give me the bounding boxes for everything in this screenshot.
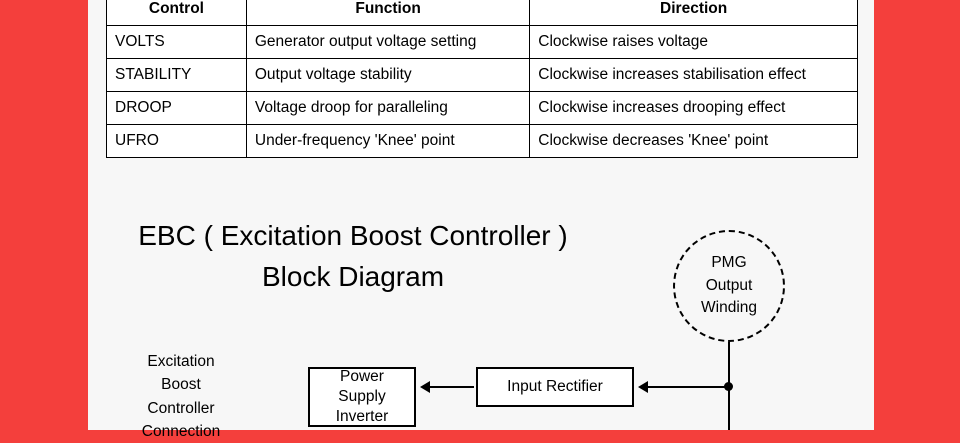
arrow-rectifier-to-power-supply <box>430 386 474 388</box>
excitation-boost-controller-connection-label: Excitation Boost Controller Connection <box>88 350 274 443</box>
table-header-direction: Direction <box>529 0 858 26</box>
pmg-label-line1: PMG <box>711 254 747 272</box>
table-header-control: Control <box>106 0 247 26</box>
cell-direction: Clockwise increases stabilisation effect <box>529 58 858 92</box>
control-function-table: Control Function Direction VOLTS Generat… <box>106 0 858 158</box>
input-rectifier-box: Input Rectifier <box>476 367 634 407</box>
diagram-title-line1: EBC ( Excitation Boost Controller ) <box>138 220 568 251</box>
arrow-pmg-to-rectifier <box>648 386 730 388</box>
ebc-label-line1: Excitation <box>147 353 215 370</box>
power-supply-line3: Inverter <box>335 408 389 426</box>
ebc-block-diagram: EBC ( Excitation Boost Controller ) Bloc… <box>88 182 874 440</box>
arrow-head-power-supply <box>420 381 430 393</box>
power-supply-inverter-box: Power Supply Inverter <box>308 367 416 427</box>
cell-control: VOLTS <box>106 25 247 59</box>
cell-control: DROOP <box>106 91 247 125</box>
cell-control: UFRO <box>106 124 247 158</box>
cell-direction: Clockwise raises voltage <box>529 25 858 59</box>
table-row: DROOP Voltage droop for paralleling Cloc… <box>106 91 858 125</box>
cell-direction: Clockwise increases drooping effect <box>529 91 858 125</box>
cell-function: Voltage droop for paralleling <box>245 91 531 125</box>
table-row: UFRO Under-frequency 'Knee' point Clockw… <box>106 124 858 158</box>
ebc-label-line3: Controller <box>147 399 215 417</box>
content-panel: Control Function Direction VOLTS Generat… <box>88 0 874 440</box>
pmg-label-line3: Winding <box>701 299 757 317</box>
cell-function: Under-frequency 'Knee' point <box>245 124 531 158</box>
table-row: STABILITY Output voltage stability Clock… <box>106 58 858 92</box>
table-header-function: Function <box>245 0 531 26</box>
pmg-label-line2: Output <box>705 276 753 294</box>
arrow-head-rectifier <box>638 381 648 393</box>
power-supply-line2: Supply <box>338 387 386 405</box>
diagram-title: EBC ( Excitation Boost Controller ) Bloc… <box>108 216 598 297</box>
ebc-label-line2: Boost <box>161 376 201 394</box>
cell-function: Output voltage stability <box>245 58 531 92</box>
cell-control: STABILITY <box>106 58 247 92</box>
table-row: VOLTS Generator output voltage setting C… <box>106 25 858 59</box>
pmg-output-winding-node: PMG Output Winding <box>673 230 785 342</box>
ebc-label-line4: Connection <box>141 422 221 440</box>
diagram-title-line2: Block Diagram <box>261 260 445 292</box>
cell-function: Generator output voltage setting <box>245 25 531 59</box>
screenshot-root: Control Function Direction VOLTS Generat… <box>88 0 874 440</box>
pmg-junction-dot <box>724 382 733 391</box>
power-supply-line1: Power <box>340 367 384 385</box>
input-rectifier-label: Input Rectifier <box>507 377 603 395</box>
cell-direction: Clockwise decreases 'Knee' point <box>529 124 858 158</box>
table-header-row: Control Function Direction <box>106 0 858 26</box>
